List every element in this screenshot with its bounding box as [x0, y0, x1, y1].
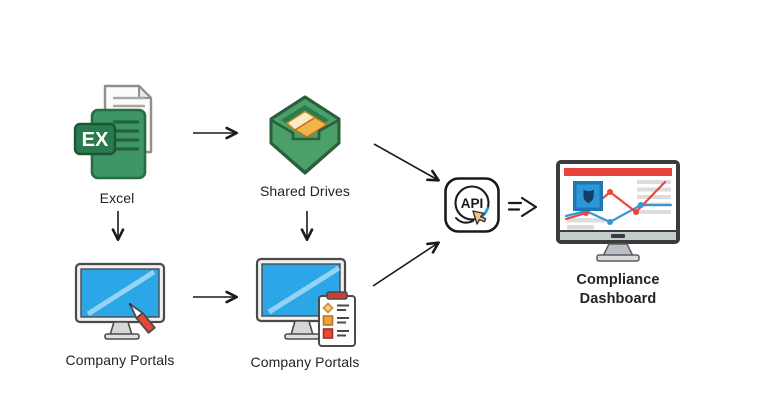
- label-line-2: Dashboard: [579, 291, 657, 308]
- node-api: API: [443, 176, 501, 234]
- shield-icon: [583, 189, 594, 203]
- clipboard-clip: [325, 291, 348, 300]
- monitor-stand-base: [596, 254, 640, 262]
- screen-glare: [267, 265, 340, 315]
- arrow-shared-drives-to-api: [373, 143, 440, 182]
- excel-badge-text: EX: [82, 129, 109, 151]
- checklist-square-red: [322, 328, 333, 339]
- label-line-1: Compliance: [576, 272, 660, 288]
- node-label-company-portals-middle: Company Portals: [250, 354, 360, 370]
- monitor-neck: [289, 320, 314, 336]
- pen-point: [128, 303, 132, 306]
- drive-hexagon-outline: [269, 95, 341, 175]
- api-swoosh: [455, 217, 474, 224]
- chart-dots-red: [583, 189, 639, 216]
- dashboard-topbar: [564, 168, 672, 176]
- api-circle: [454, 185, 490, 221]
- monitor-stand-neck: [601, 243, 635, 257]
- api-text: API: [461, 196, 484, 211]
- excel-icon: EX: [73, 84, 153, 180]
- excel-badge: [73, 122, 117, 156]
- shared-drive-icon: [269, 95, 341, 175]
- api-icon: API: [444, 177, 500, 233]
- monitor-neck: [108, 321, 134, 336]
- node-company-portals-middle: Company Portals: [235, 256, 375, 370]
- dashboard-text-bars-left: [567, 218, 605, 230]
- node-company-portals-left: Company Portals: [50, 260, 190, 368]
- node-label-compliance-dashboard: Compliance Dashboard: [576, 271, 659, 309]
- monitor-chin-notch: [611, 234, 625, 238]
- node-shared-drives: Shared Drives: [235, 93, 375, 199]
- cursor-icon: [472, 210, 487, 225]
- dashboard-monitor-icon: [556, 160, 680, 262]
- checklist-square-orange: [322, 315, 333, 326]
- monitor-base: [283, 333, 320, 340]
- spreadsheet-rows: [113, 120, 139, 151]
- checklist-diamond: [321, 302, 334, 314]
- node-excel: EX Excel: [47, 82, 187, 206]
- screen-glare: [86, 269, 156, 317]
- node-label-excel: Excel: [99, 190, 135, 206]
- checklist-lines: [336, 304, 349, 337]
- arrow-portals-to-api: [372, 241, 440, 287]
- drive-folder-front: [294, 116, 328, 138]
- node-compliance-dashboard: Compliance Dashboard: [550, 158, 686, 309]
- double-arrow-icon: [507, 196, 538, 218]
- monitor-pen-icon: [74, 262, 166, 340]
- node-label-shared-drives: Shared Drives: [259, 183, 350, 199]
- node-label-company-portals-left: Company Portals: [65, 352, 175, 368]
- document-fold: [138, 85, 152, 99]
- pen-body: [135, 312, 156, 334]
- monitor-checklist-icon: [255, 257, 356, 347]
- monitor-base: [104, 333, 140, 340]
